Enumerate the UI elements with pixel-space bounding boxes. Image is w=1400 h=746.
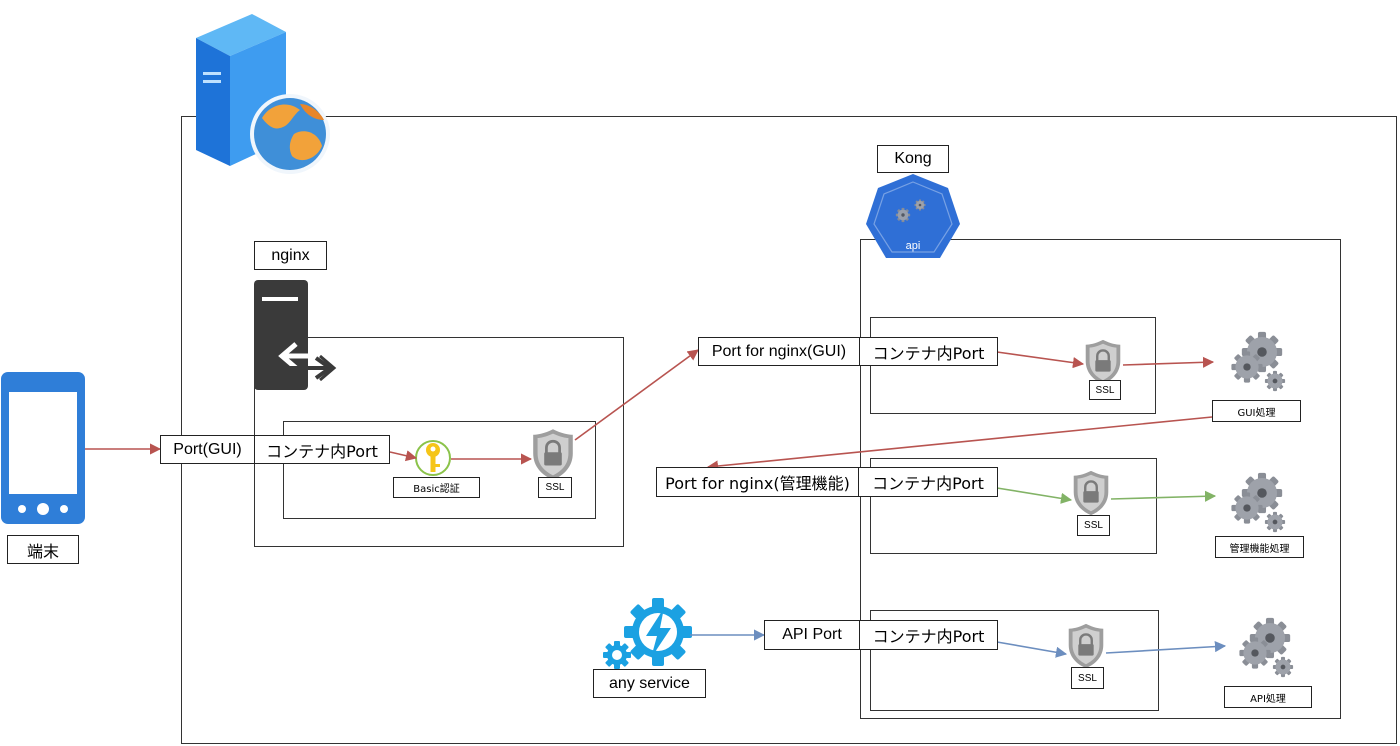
flow-container-port-to-ssl-api <box>996 641 1068 658</box>
web-server-globe-icon <box>196 14 330 174</box>
container-port-label: コンテナ内Port <box>859 337 998 366</box>
container-port-label: コンテナ内Port <box>858 467 998 497</box>
gui-process-label: GUI処理 <box>1212 400 1301 422</box>
ssl-shield-lock-icon <box>1072 469 1110 517</box>
flow-ssl-to-port-for-nginx-gui <box>574 349 699 441</box>
api-port-label: API Port <box>764 620 860 650</box>
admin-process-label: 管理機能処理 <box>1215 536 1304 558</box>
flow-ssl-admin-to-gears <box>1110 490 1217 502</box>
gears-icon <box>1239 618 1293 677</box>
container-port-label: コンテナ内Port <box>254 435 390 464</box>
kong-api-gateway-icon: api <box>866 174 960 258</box>
container-port-label: コンテナ内Port <box>859 620 998 650</box>
nginx-label: nginx <box>254 241 327 270</box>
kong-label: Kong <box>877 145 949 173</box>
port-gui-label: Port(GUI) <box>160 435 255 464</box>
kong-admin-box <box>870 458 1157 554</box>
flow-container-port-to-key <box>389 450 418 462</box>
lightning-gear-service-icon <box>603 598 692 669</box>
api-process-label: API処理 <box>1224 686 1312 708</box>
ssl-label: SSL <box>1077 515 1110 536</box>
flow-container-port-to-ssl-admin <box>996 487 1073 504</box>
flow-container-port-to-ssl-gui <box>996 351 1085 369</box>
key-icon <box>415 440 451 476</box>
server-proxy-icon <box>254 280 337 390</box>
port-for-nginx-gui-label: Port for nginx(GUI) <box>698 337 860 366</box>
flow-ssl-api-to-gears <box>1105 641 1227 654</box>
host-boundary <box>181 116 1397 744</box>
ssl-shield-lock-icon <box>1067 622 1105 670</box>
ssl-label: SSL <box>1071 667 1104 689</box>
mobile-phone-icon <box>1 372 85 524</box>
terminal-label: 端末 <box>7 535 79 564</box>
kong-api-box <box>870 610 1159 711</box>
flow-gui-process-to-nginx-admin-port <box>706 416 1213 472</box>
gears-icon <box>1231 473 1285 532</box>
basic-auth-label: Basic認証 <box>393 477 480 498</box>
any-service-label: any service <box>593 669 706 698</box>
kong-badge-label: api <box>906 240 921 252</box>
ssl-shield-lock-icon <box>1084 338 1122 386</box>
port-for-nginx-admin-label: Port for nginx(管理機能) <box>656 467 859 497</box>
ssl-shield-lock-icon <box>531 427 575 482</box>
flow-ssl-gui-to-gears <box>1122 356 1215 368</box>
nginx-inner-box <box>283 421 596 519</box>
ssl-label: SSL <box>1089 380 1121 400</box>
ssl-label: SSL <box>538 477 572 498</box>
gears-icon <box>1231 332 1285 391</box>
